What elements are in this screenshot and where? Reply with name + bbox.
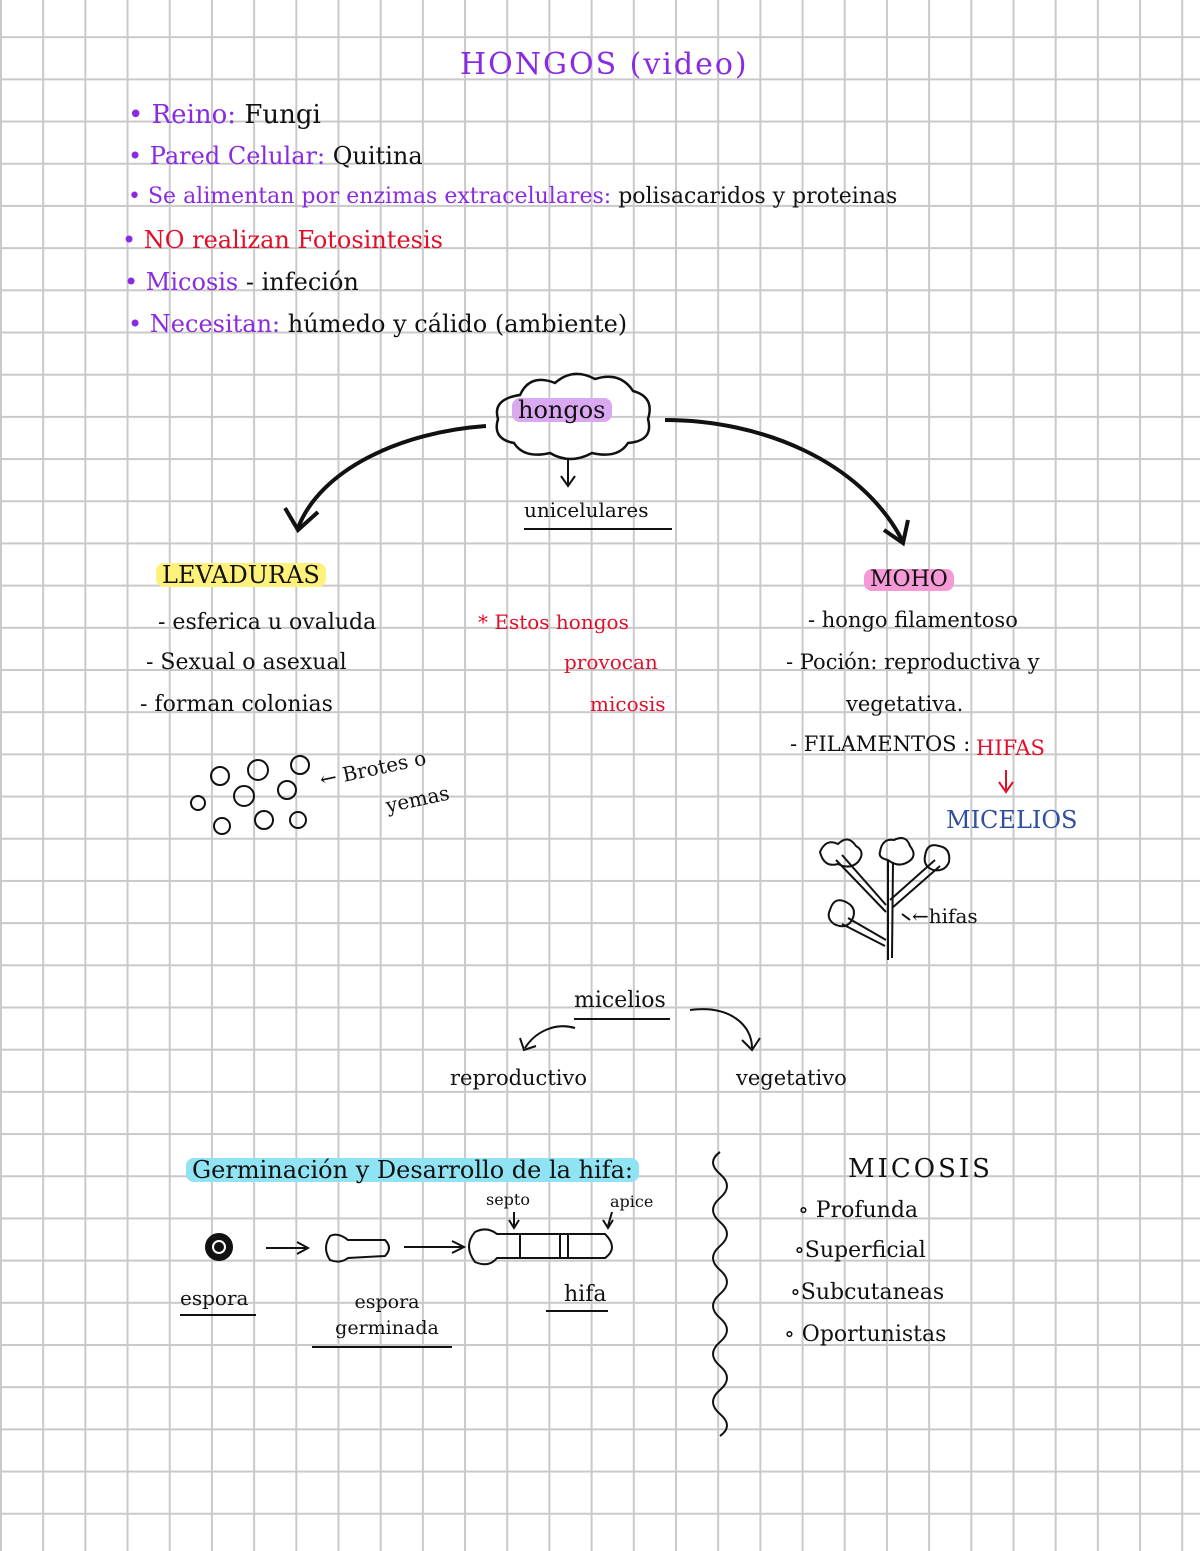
center-hongos: hongos [512, 398, 612, 422]
arrow-right-big [664, 418, 904, 541]
down-arrow-small [560, 460, 576, 488]
levaduras-item-3: - forman colonias [140, 692, 333, 717]
levaduras-title: LEVADURAS [156, 563, 326, 587]
middle-note-3: micosis [590, 692, 666, 716]
underline-unicelulares [524, 528, 672, 530]
micelios-left: reproductivo [450, 1066, 587, 1090]
underline-micelios [574, 1018, 670, 1020]
germinacion-label-espora: espora [180, 1286, 249, 1310]
arrow-left-big [296, 424, 487, 529]
germinacion-apice: apice [610, 1192, 654, 1211]
micosis-title: MICOSIS [848, 1154, 993, 1184]
mold-hifas-label: ←hifas [912, 904, 978, 928]
page-title: HONGOS (video) [460, 47, 749, 82]
bullet-necesitan: • Necesitan: húmedo y cálido (ambiente) [128, 310, 628, 338]
micosis-item-2: ∘Superficial [794, 1238, 926, 1263]
moho-item-1: - hongo filamentoso [808, 608, 1018, 632]
yeast-cells-drawing [190, 755, 310, 835]
arrow-micelios-right [689, 1008, 761, 1052]
micelios-title: micelios [574, 988, 666, 1013]
bullet-fotosintesis: • NO realizan Fotosintesis [122, 226, 443, 254]
bullet-pared-celular: • Pared Celular: Quitina [128, 142, 423, 170]
underline-espora-germinada [312, 1346, 452, 1348]
germinacion-label-hifa: hifa [564, 1282, 607, 1307]
mold-drawing [818, 837, 951, 960]
arrow-hifas-micelios [998, 770, 1014, 794]
levaduras-item-2: - Sexual o asexual [146, 650, 347, 675]
bullet-reino: • Reino: Fungi [128, 100, 321, 130]
middle-note-1: * Estos hongos [478, 610, 629, 634]
germinacion-title: Germinación y Desarrollo de la hifa: [186, 1158, 639, 1182]
micelios-right: vegetativo [736, 1066, 847, 1090]
bullet-micosis: • Micosis - infeción [124, 268, 359, 296]
center-unicelulares: unicelulares [524, 498, 649, 522]
germinacion-septo: septo [486, 1190, 530, 1209]
wavy-divider [712, 1151, 728, 1437]
moho-item-2: - Poción: reproductiva y [786, 650, 1040, 674]
cloud-outline [495, 372, 651, 461]
micosis-item-3: ∘Subcutaneas [790, 1280, 945, 1305]
underline-espora [180, 1314, 256, 1316]
germinacion-label-espora-germinada: espora germinada [335, 1291, 439, 1339]
moho-hifas: HIFAS [976, 736, 1045, 760]
moho-item-3: vegetativa. [846, 692, 964, 716]
bullet-alimentacion: • Se alimentan por enzimas extracelulare… [128, 184, 898, 209]
levaduras-item-1: - esferica u ovaluda [158, 610, 377, 635]
middle-note-2: provocan [564, 650, 658, 674]
arrow-micelios-left [519, 1025, 576, 1052]
moho-micelios: MICELIOS [946, 806, 1078, 834]
underline-hifa [546, 1310, 608, 1312]
germination-drawing [205, 1211, 614, 1266]
micosis-item-4: ∘ Oportunistas [784, 1322, 947, 1347]
moho-title: MOHO [864, 569, 954, 591]
micosis-item-1: ∘ Profunda [798, 1198, 919, 1223]
moho-item-4: - FILAMENTOS : [790, 732, 971, 756]
